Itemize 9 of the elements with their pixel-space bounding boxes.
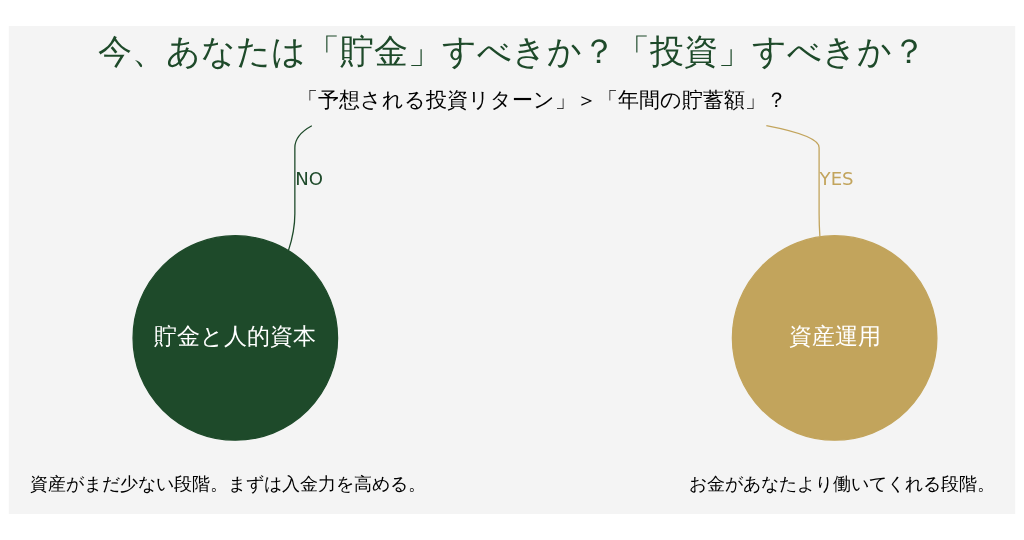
node-circle: 貯金と人的資本 xyxy=(132,235,339,441)
node-text: 「予想される投資リターン」＞「年間の貯蓄額」？ xyxy=(297,88,788,113)
diagram-title: 今、あなたは「貯金」すべきか？「投資」すべきか？ xyxy=(98,32,926,72)
node-label: お金があなたより働いてくれる段階。 xyxy=(689,473,996,495)
connector xyxy=(765,125,821,238)
connector xyxy=(287,125,313,251)
node-circle: 資産運用 xyxy=(731,235,938,441)
edge-label: NO xyxy=(295,168,323,190)
node-label: 資産がまだ少ない段階。まずは入金力を高める。 xyxy=(29,473,426,495)
